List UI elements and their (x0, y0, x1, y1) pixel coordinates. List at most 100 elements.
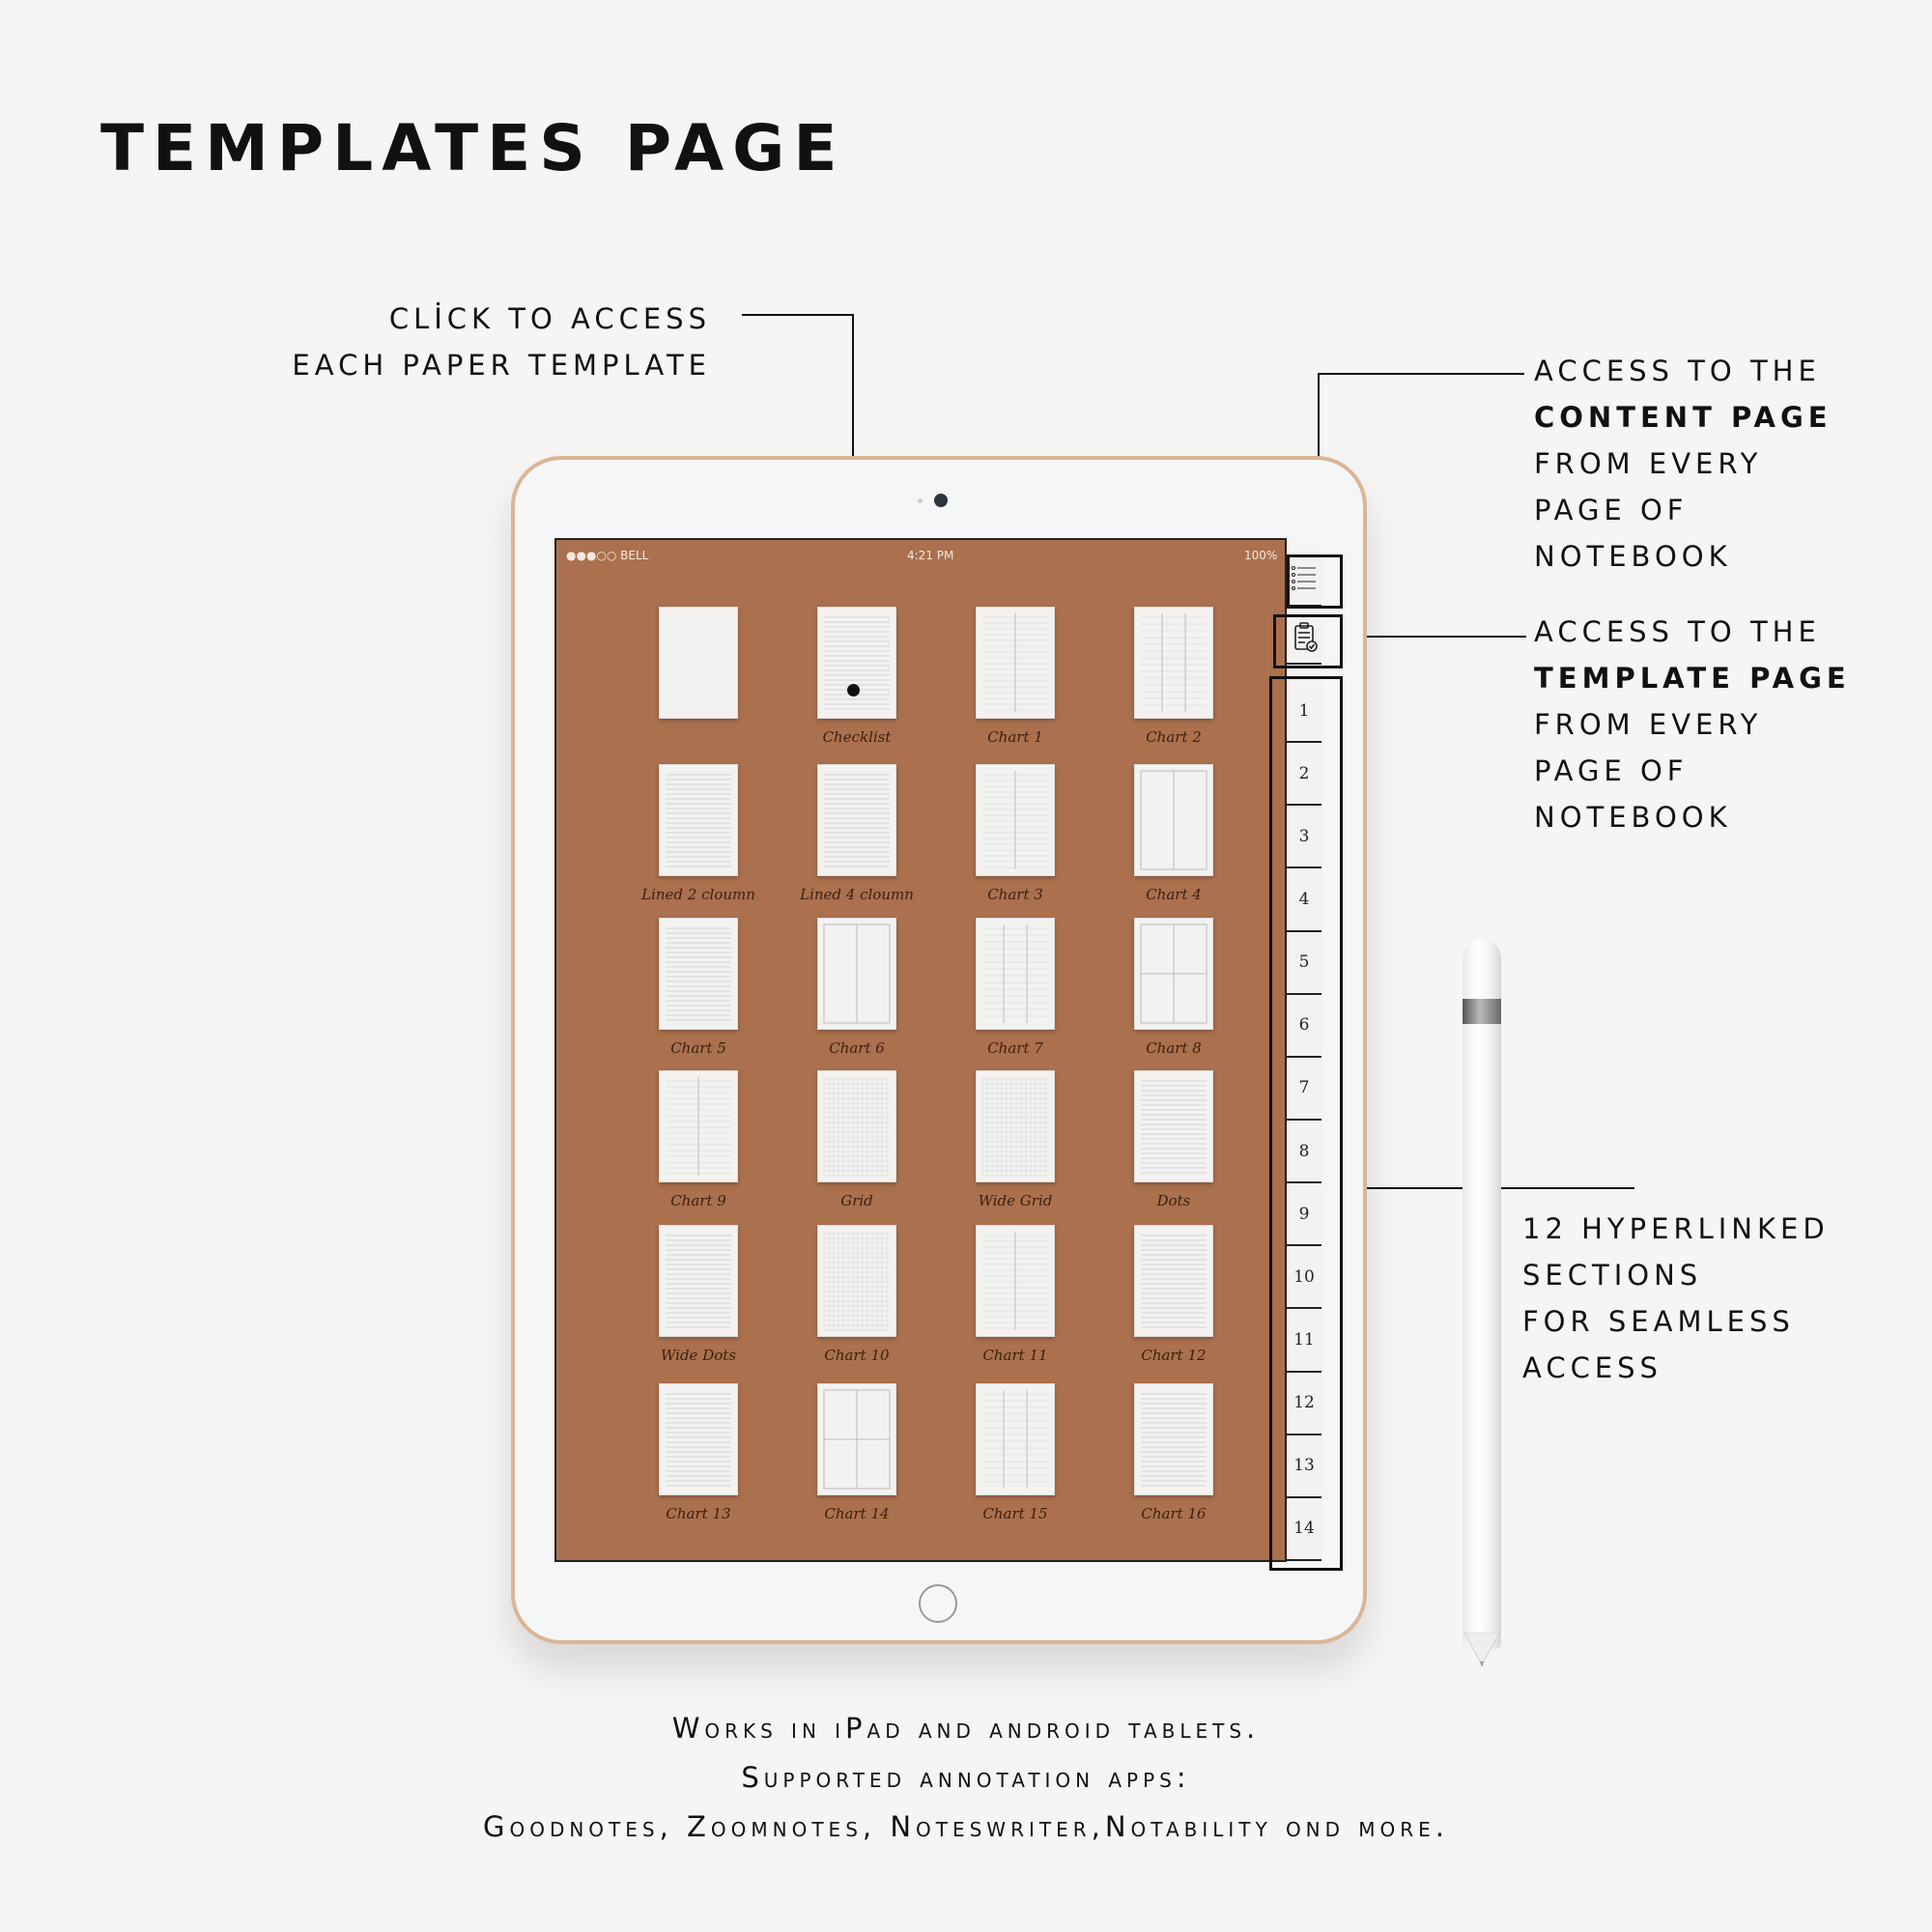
template-caption: Chart 10 (824, 1347, 890, 1364)
section-tab-label: 3 (1298, 826, 1310, 846)
section-tab-2[interactable]: 2 (1287, 743, 1321, 807)
callout-template-page: ACCESS TO THE TEMPLATE PAGE FROM EVERY P… (1534, 609, 1851, 840)
section-tab-label: 1 (1298, 700, 1310, 721)
stylus-band (1463, 999, 1501, 1024)
home-button[interactable] (919, 1584, 957, 1623)
template-thumbnail[interactable] (976, 1383, 1055, 1495)
section-tab-label: 8 (1298, 1141, 1310, 1161)
template-thumbnail[interactable] (817, 764, 896, 876)
section-tab-label: 7 (1298, 1078, 1310, 1098)
template-caption: Chart 11 (982, 1347, 1048, 1364)
template-thumbnail[interactable] (817, 1070, 896, 1182)
section-tab-label: 10 (1293, 1266, 1315, 1287)
template-thumbnail[interactable] (817, 607, 896, 719)
template-thumbnail[interactable] (976, 1225, 1055, 1337)
template-thumbnail[interactable] (976, 764, 1055, 876)
section-tab-label: 9 (1298, 1204, 1310, 1224)
template-caption: Checklist (822, 728, 892, 746)
leader-line (1318, 373, 1524, 375)
template-thumbnail[interactable] (817, 1225, 896, 1337)
section-tab-14[interactable]: 14 (1287, 1497, 1321, 1561)
callout-line: NOTEBOOK (1534, 540, 1732, 573)
template-caption: Grid (840, 1192, 873, 1209)
template-caption: Chart 6 (829, 1039, 885, 1057)
template-thumbnail[interactable] (976, 918, 1055, 1030)
list-icon (1292, 566, 1316, 590)
template-thumbnail[interactable] (1134, 1070, 1213, 1182)
callout-line: CONTENT PAGE (1534, 401, 1833, 434)
template-caption: Chart 16 (1141, 1505, 1207, 1522)
section-tab-12[interactable]: 12 (1287, 1372, 1321, 1435)
leader-line (1341, 636, 1526, 638)
template-caption: Chart 3 (987, 886, 1043, 903)
template-thumbnail[interactable] (817, 1383, 896, 1495)
section-tab-label: 4 (1298, 889, 1310, 909)
callout-line: PAGE OF (1534, 754, 1689, 787)
section-tab-3[interactable]: 3 (1287, 806, 1321, 869)
callout-line: CLİCK TO ACCESS (388, 302, 711, 335)
section-tab-10[interactable]: 10 (1287, 1246, 1321, 1310)
template-caption: Chart 9 (670, 1192, 726, 1209)
callout-line: PAGE OF (1534, 494, 1689, 526)
template-thumbnail[interactable] (976, 1070, 1055, 1182)
section-tab-9[interactable]: 9 (1287, 1183, 1321, 1247)
footer-line: Supported annotation apps: (741, 1761, 1191, 1794)
template-thumbnail[interactable] (1134, 764, 1213, 876)
leader-line (742, 314, 854, 316)
clipboard-check-icon (1294, 622, 1318, 652)
tab-content-page[interactable] (1287, 558, 1321, 607)
battery-label: 100% (1244, 549, 1278, 562)
section-tab-label: 14 (1293, 1519, 1315, 1539)
section-tab-6[interactable]: 6 (1287, 994, 1321, 1058)
highlight-box (1273, 614, 1343, 668)
section-tab-label: 6 (1298, 1015, 1310, 1036)
template-caption: Lined 4 cloumn (800, 886, 914, 903)
template-thumbnail[interactable] (659, 918, 738, 1030)
template-caption: Chart 4 (1146, 886, 1202, 903)
template-thumbnail[interactable] (659, 607, 738, 719)
section-tab-13[interactable]: 13 (1287, 1435, 1321, 1498)
template-caption: Lined 2 cloumn (641, 886, 755, 903)
callout-line: ACCESS TO THE (1534, 355, 1821, 387)
footer-line: Goodnotes, Zoomnotes, Noteswriter,Notabi… (482, 1810, 1450, 1843)
template-thumbnail[interactable] (1134, 1383, 1213, 1495)
template-thumbnail[interactable] (659, 1070, 738, 1182)
template-caption: Chart 12 (1141, 1347, 1207, 1364)
template-caption: Chart 1 (987, 728, 1043, 746)
tab-template-page[interactable] (1287, 614, 1321, 665)
template-caption: Chart 15 (982, 1505, 1048, 1522)
section-tab-label: 2 (1298, 763, 1310, 783)
callout-line: ACCESS (1522, 1351, 1662, 1384)
stylus-pencil (1463, 939, 1501, 1649)
template-caption: Dots (1156, 1192, 1191, 1209)
highlight-box (1269, 676, 1343, 1571)
camera-icon (934, 494, 948, 507)
callout-line: FROM EVERY (1534, 447, 1763, 480)
template-thumbnail[interactable] (1134, 1225, 1213, 1337)
section-tab-7[interactable]: 7 (1287, 1057, 1321, 1121)
template-thumbnail[interactable] (659, 1225, 738, 1337)
section-tab-11[interactable]: 11 (1287, 1309, 1321, 1373)
section-tab-8[interactable]: 8 (1287, 1121, 1321, 1184)
template-caption: Chart 13 (666, 1505, 731, 1522)
template-thumbnail[interactable] (659, 1383, 738, 1495)
stylus-tip-icon (1463, 1633, 1500, 1667)
callout-paper-template: CLİCK TO ACCESS EACH PAPER TEMPLATE (182, 296, 711, 388)
template-thumbnail[interactable] (659, 764, 738, 876)
callout-line: FOR SEAMLESS (1522, 1305, 1795, 1338)
section-tab-5[interactable]: 5 (1287, 931, 1321, 995)
footer-line: Works in iPad and android tablets. (671, 1712, 1261, 1745)
section-tab-4[interactable]: 4 (1287, 868, 1321, 932)
template-caption: Wide Grid (978, 1192, 1053, 1209)
template-thumbnail[interactable] (817, 918, 896, 1030)
section-tab-1[interactable]: 1 (1287, 680, 1321, 744)
callout-sections: 12 HYPERLINKED SECTIONS FOR SEAMLESS ACC… (1522, 1206, 1830, 1391)
template-thumbnail[interactable] (976, 607, 1055, 719)
page-title: TEMPLATES PAGE (100, 111, 846, 185)
carrier-label: ●●●○○ BELL (566, 549, 649, 562)
status-bar: ●●●○○ BELL 4:21 PM 100% (564, 547, 1279, 566)
section-tab-label: 12 (1293, 1393, 1315, 1413)
highlight-box (1287, 554, 1343, 609)
template-thumbnail[interactable] (1134, 607, 1213, 719)
template-thumbnail[interactable] (1134, 918, 1213, 1030)
